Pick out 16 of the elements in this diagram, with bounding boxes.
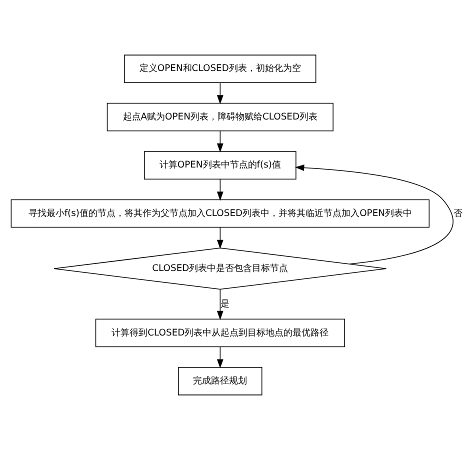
arrow <box>216 130 224 153</box>
arrow <box>216 289 224 320</box>
edge-label: 否 <box>453 208 462 219</box>
arrow <box>295 164 454 264</box>
arrow <box>216 346 224 368</box>
arrow <box>216 227 224 250</box>
arrow <box>216 178 224 201</box>
node-box: 定义OPEN和CLOSED列表，初始化为空 <box>124 54 316 83</box>
node-diamond: CLOSED列表中是否包含目标节点 <box>54 248 387 290</box>
edge-label: 是 <box>220 298 230 310</box>
node-box: 完成路径规划 <box>178 367 262 396</box>
node-box: 寻找最小f(s)值的节点，将其作为父节点加入CLOSED列表中，并将其临近节点加入OPEN列表中 <box>10 199 430 228</box>
arrow <box>216 82 224 104</box>
node-box: 计算OPEN列表中节点的f(s)值 <box>144 151 296 180</box>
node-box: 计算得到CLOSED列表中从起点到目标地点的最优路径 <box>95 318 345 348</box>
node-box: 起点A赋为OPEN列表，障碍物赋给CLOSED列表 <box>106 102 334 132</box>
